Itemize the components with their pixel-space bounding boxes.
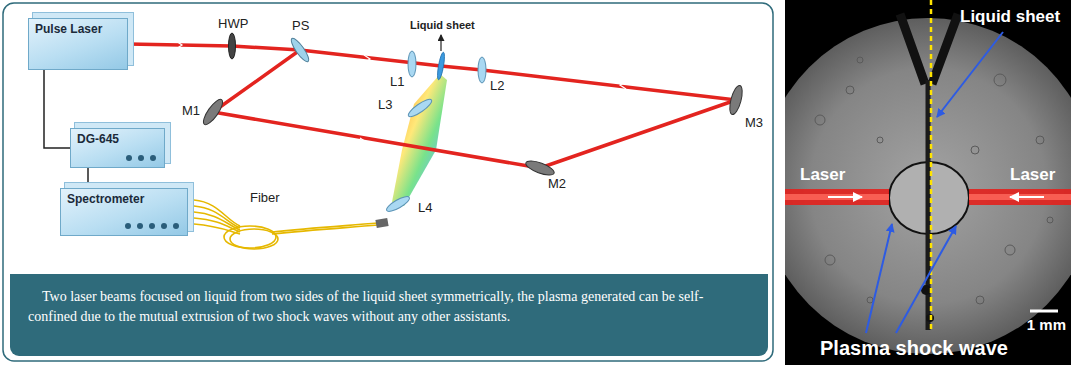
box-label: Pulse Laser <box>29 19 108 39</box>
photo-label: 1 mm <box>1027 316 1066 333</box>
control-wire <box>87 168 89 188</box>
part-label: M1 <box>182 103 200 118</box>
caption-text: Two laser beams focused on liquid from t… <box>10 274 768 356</box>
part-label: Fiber <box>250 190 280 205</box>
box-label: DG-645 <box>71 129 125 149</box>
knob-dot <box>137 223 143 229</box>
photo-label: Laser <box>1010 165 1055 185</box>
part-label: M3 <box>745 115 763 130</box>
part-label: L4 <box>418 200 432 215</box>
knob-dot <box>149 223 155 229</box>
knob-dot <box>150 155 156 161</box>
part-label: L3 <box>378 97 392 112</box>
part-label: Liquid sheet <box>410 19 475 31</box>
instrument-box: Pulse Laser <box>28 18 128 70</box>
control-wire <box>44 70 70 148</box>
photo-label: Laser <box>800 165 845 185</box>
part-label: PS <box>292 18 309 33</box>
part-label: M2 <box>548 176 566 191</box>
instrument-box: DG-645 <box>70 128 165 168</box>
part-label: L1 <box>390 74 404 89</box>
part-label: HWP <box>218 16 248 31</box>
knob-dot <box>125 223 131 229</box>
box-label: Spectrometer <box>61 189 150 209</box>
knob-dot <box>161 223 167 229</box>
knob-dot <box>126 155 132 161</box>
instrument-box: Spectrometer <box>60 188 188 236</box>
knob-dot <box>138 155 144 161</box>
photo-label: Liquid sheet <box>960 7 1060 27</box>
part-label: L2 <box>490 78 504 93</box>
photo-label: Plasma shock wave <box>820 337 1008 360</box>
knob-dot <box>173 223 179 229</box>
